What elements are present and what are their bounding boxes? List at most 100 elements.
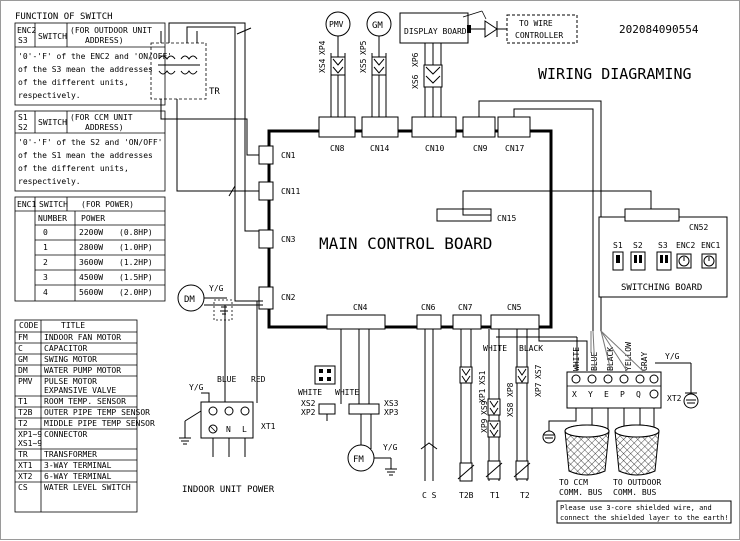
xt2-wire-black: BLACK [606,347,615,371]
xt2-terminal: WHITE BLUE BLACK YELLOW GRAY Y/G X Y E P… [566,330,699,409]
xt1-blue: BLUE [217,375,236,384]
xs5-label: XS5 [359,58,368,73]
s1s2-note-3: of the different units, [18,164,129,173]
enc2-name: SWITCH [38,32,67,41]
xs3-label: XS3 [384,399,399,408]
s1s2-note-4: respectively. [18,177,81,186]
legend-code: XT2 [18,472,33,481]
switch-enc2-label: ENC2 [676,241,695,250]
to-wire-controller-2: CONTROLLER [515,31,563,40]
xp6-label: XP6 [411,52,420,67]
xt2-yg: Y/G [665,352,680,361]
enc1-row-number: 3 [43,273,48,282]
xt2-p: P [620,390,625,399]
cn11-label: CN11 [281,187,300,196]
xs6-label: XS6 [411,74,420,89]
fm-label: FM [353,455,364,465]
display-board: DISPLAY BOARD TO WIRE CONTROLLER [399,10,578,44]
cn17-label: CN17 [505,144,524,153]
legend-title: MIDDLE PIPE TEMP SENSOR [44,419,155,428]
fan-motor: WHITE WHITE XS2 XP2 XS3 XP3 FM Y/G [298,329,399,476]
xt1-yg: Y/G [189,383,204,392]
ccm-bus-1: TO CCM [559,478,588,487]
diagram-title: WIRING DIAGRAMING [538,65,692,83]
enc1-row-hp: (0.8HP) [119,228,153,237]
xs2-label: XS2 [301,399,316,408]
xt2-e: E [604,390,609,399]
cn6-label: CN6 [421,303,436,312]
xt1-l: L [242,425,247,434]
xt2-x: X [572,390,577,399]
cs-label: C S [422,491,437,500]
switch-function-table: FUNCTION OF SWITCH ENC2 S3 SWITCH (FOR O… [14,12,172,302]
legend-title: 6-WAY TERMINAL [44,472,112,481]
legend-code: XT1 [18,461,33,470]
gm-motor: GM XS5 XP5 [359,11,392,117]
legend-code: XP1~9 [18,430,42,439]
cn7-label: CN7 [458,303,473,312]
xs4-label: XS4 [318,58,327,73]
legend-title: INDOOR FAN MOTOR [44,333,121,342]
legend-title: 3-WAY TERMINAL [44,461,112,470]
xp8-label: XP8 [506,382,515,397]
enc1-row-number: 1 [43,243,48,252]
enc1-row-hp: (1.5HP) [119,273,153,282]
outdoor-bus-1: TO OUTDOOR [613,478,661,487]
switch-s3-label: S3 [658,241,668,250]
enc1-row-watts: 5600W [79,288,103,297]
cn9-label: CN9 [473,144,488,153]
enc1-row-number: 0 [43,228,48,237]
legend-code: T2B [18,408,33,417]
legend-code: XS1~9 [18,439,42,448]
legend-code: GM [18,355,28,364]
legend-title: CAPACITOR [44,344,88,353]
cn14-label: CN14 [370,144,389,153]
t2b-label: T2B [459,491,474,500]
enc2-note-4: respectively. [18,91,81,100]
cn52-label: CN52 [689,223,708,232]
dm-yg-label: Y/G [209,284,224,293]
xt2-q: Q [636,390,641,399]
document-code: 202084090554 [619,23,699,36]
xp5-label: XP5 [359,40,368,55]
enc1-row-hp: (1.2HP) [119,258,153,267]
switch-enc1-label: ENC1 [701,241,720,250]
enc1-name: SWITCH [39,200,68,209]
indoor-unit-power: INDOOR UNIT POWER [182,485,275,495]
xt2-label: XT2 [667,394,682,403]
gm-label: GM [372,21,383,31]
transformer: TR [150,31,263,197]
s1s2-desc-2: ADDRESS) [85,123,124,132]
xp2-label: XP2 [301,408,316,417]
legend-title: EXPANSIVE VALVE [44,386,116,395]
legend-title: CONNECTOR [44,430,88,439]
s1s2-note-1: '0'-'F' of the S2 and 'ON/OFF' [18,138,163,147]
switch-s1-label: S1 [613,241,623,250]
to-wire-controller-1: TO WIRE [519,19,553,28]
xt1-red: RED [251,375,266,384]
enc1-desc: (FOR POWER) [81,200,134,209]
xs7-label: XS7 [534,364,543,379]
legend-title: ROOM TEMP. SENSOR [44,397,126,406]
xp3-label: XP3 [384,408,399,417]
enc2-note-2: of the S3 mean the addresses [18,65,153,74]
cn15-label: CN15 [497,214,516,223]
legend-code: TR [18,450,28,459]
cn5-label: CN5 [507,303,522,312]
s1s2-desc-1: (FOR CCM UNIT [70,113,133,122]
legend-col-title: TITLE [61,321,85,330]
xt2-wire-white: WHITE [572,347,581,371]
legend-code: PMV [18,377,33,386]
legend-code: C [18,344,23,353]
enc1-col-number: NUMBER [38,214,67,223]
fm-white-left: WHITE [298,388,322,397]
tr-label: TR [209,87,220,97]
bus-note-2: connect the shielded layer to the earth! [560,514,729,522]
enc1-row-watts: 4500W [79,273,103,282]
enc1-row-hp: (1.0HP) [119,243,153,252]
legend-code: T2 [18,419,28,428]
legend-title: SWING MOTOR [44,355,97,364]
